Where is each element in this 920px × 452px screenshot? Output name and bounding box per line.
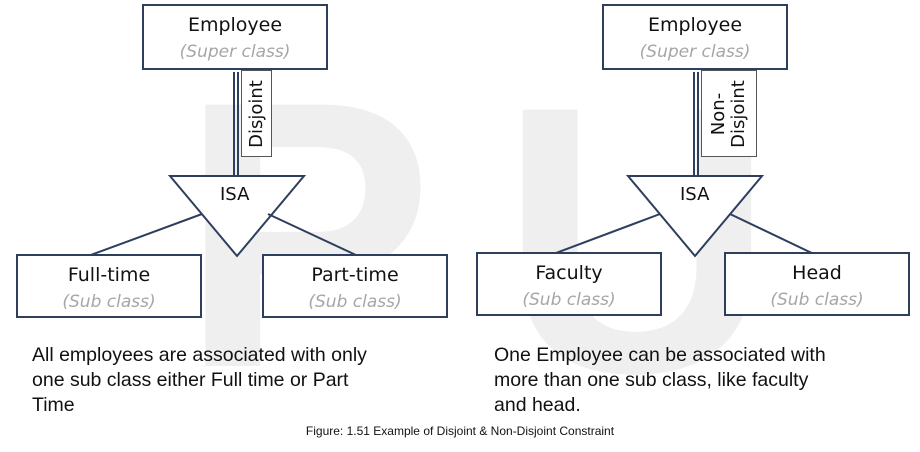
right-non-disjoint-tag: Non-Disjoint <box>701 70 757 157</box>
right-description-line: more than one sub class, like faculty <box>494 369 809 391</box>
left-isa-to-fulltime-line <box>87 213 203 257</box>
right-superclass-box: Employee (Super class) <box>602 4 788 70</box>
right-isa-to-faculty-line <box>547 213 661 257</box>
left-subclass-parttime-subtitle: (Sub class) <box>308 292 402 312</box>
right-description-line: and head. <box>494 394 581 416</box>
left-description-line: one sub class either Full time or Part <box>32 369 349 391</box>
right-isa-triangle <box>625 175 765 258</box>
figure-caption: Figure: 1.51 Example of Disjoint & Non-D… <box>305 424 615 438</box>
right-superclass-subtitle: (Super class) <box>639 42 751 62</box>
right-subclass-head-box: Head (Sub class) <box>724 252 910 316</box>
left-superclass-title: Employee <box>187 14 283 36</box>
left-description-line: Time <box>32 394 75 416</box>
right-superclass-title: Employee <box>647 14 743 36</box>
right-subclass-head-title: Head <box>792 262 842 284</box>
right-subclass-faculty-subtitle: (Sub class) <box>522 290 616 310</box>
right-subclass-faculty-box: Faculty (Sub class) <box>476 252 662 316</box>
right-diagram-lines <box>547 72 819 258</box>
right-isa-to-head-line <box>729 213 819 257</box>
left-description-line: All employees are associated with only <box>32 344 367 366</box>
left-disjoint-tag: Disjoint <box>241 70 272 157</box>
right-non-disjoint-line1: Non- <box>708 92 730 135</box>
left-subclass-fulltime-title: Full-time <box>67 264 151 286</box>
left-superclass-box: Employee (Super class) <box>142 4 328 70</box>
left-diagram-lines <box>87 72 359 258</box>
left-subclass-fulltime-subtitle: (Sub class) <box>62 292 156 312</box>
right-subclass-faculty-title: Faculty <box>535 262 603 284</box>
right-non-disjoint-label: Non-Disjoint <box>708 79 749 148</box>
left-description: All employees are associated with only o… <box>32 343 472 418</box>
left-isa-label: ISA <box>220 184 250 205</box>
left-disjoint-label: Disjoint <box>245 79 267 148</box>
left-subclass-parttime-box: Part-time (Sub class) <box>262 254 448 318</box>
right-isa-label: ISA <box>680 184 710 205</box>
right-non-disjoint-line2: Disjoint <box>728 79 749 148</box>
left-superclass-subtitle: (Super class) <box>179 42 291 62</box>
right-subclass-head-subtitle: (Sub class) <box>770 290 864 310</box>
right-description: One Employee can be associated with more… <box>494 343 914 418</box>
right-description-line: One Employee can be associated with <box>494 344 826 366</box>
left-subclass-parttime-title: Part-time <box>311 264 399 286</box>
left-subclass-fulltime-box: Full-time (Sub class) <box>16 254 202 318</box>
diagram-connectors <box>87 72 819 258</box>
left-isa-to-parttime-line <box>267 213 359 257</box>
